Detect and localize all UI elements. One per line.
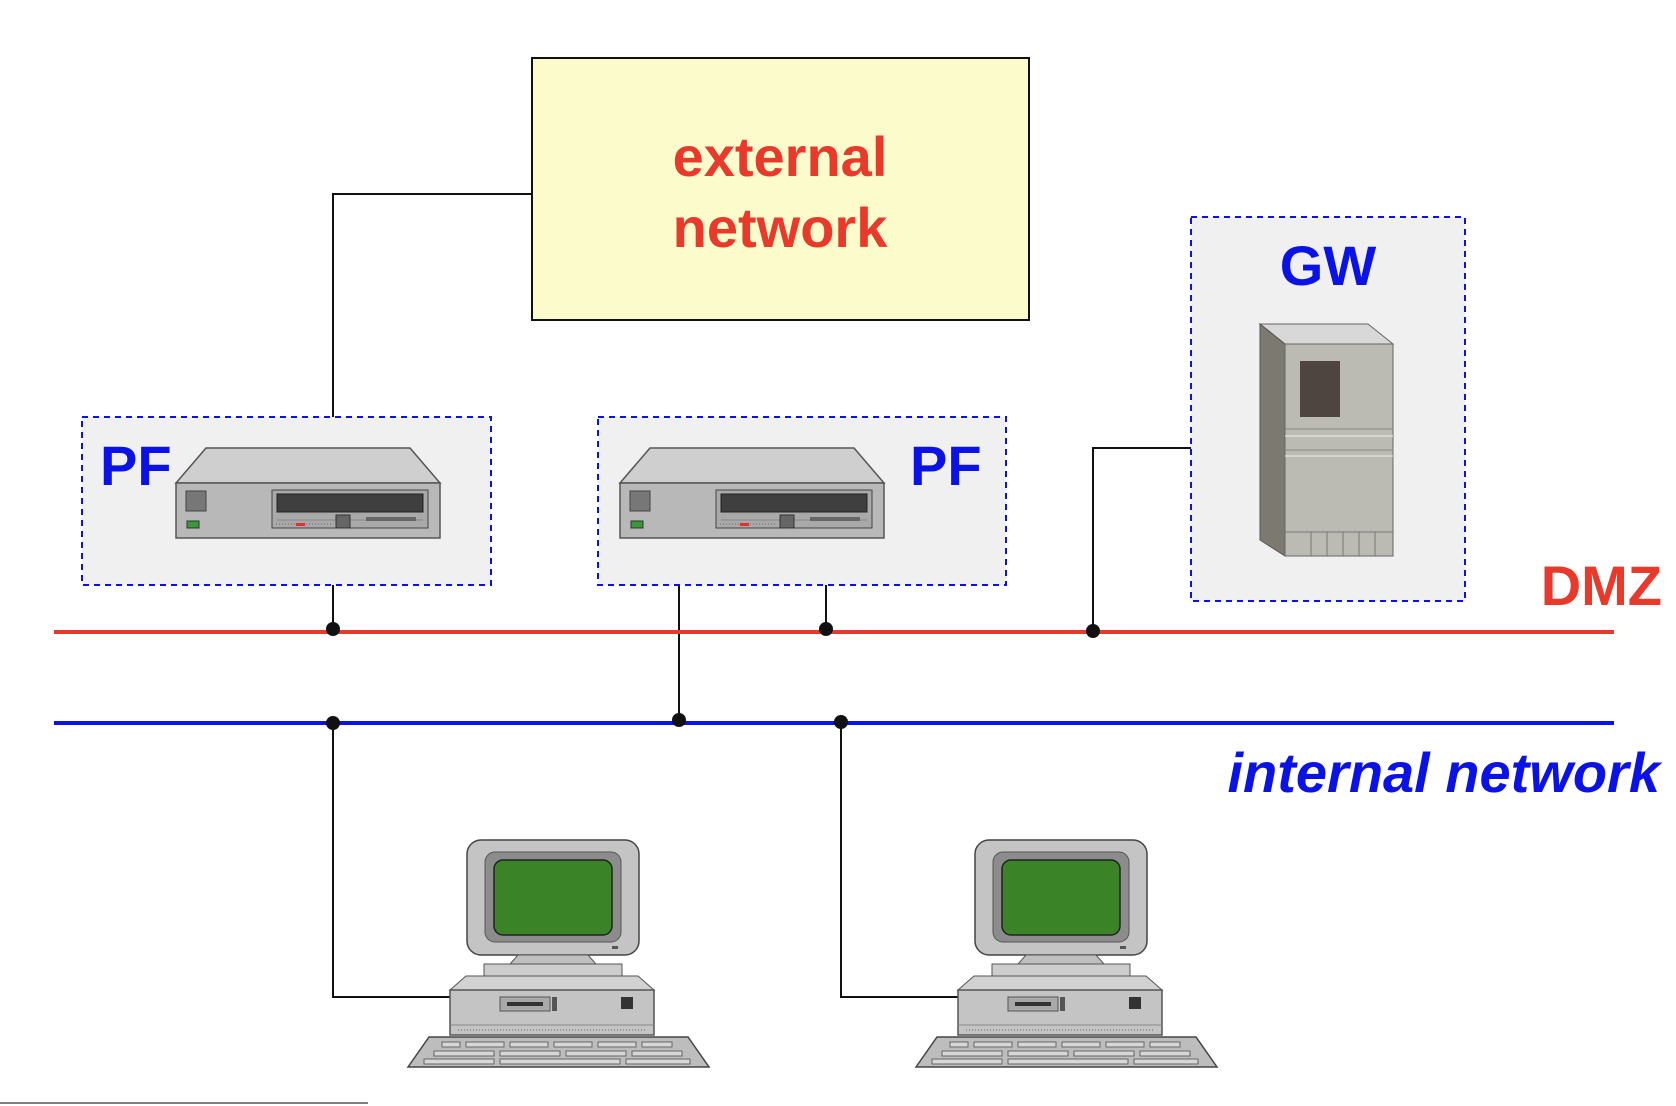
internal-to-pc-right-link bbox=[840, 722, 986, 998]
external-network-box: external network bbox=[531, 57, 1030, 321]
pf-left-label: PF bbox=[100, 434, 172, 497]
external-network-label-line2: network bbox=[673, 196, 889, 259]
junction-dot bbox=[819, 622, 833, 636]
junction-dot bbox=[326, 716, 340, 730]
packet-filter-right: PF bbox=[597, 416, 1007, 586]
workstation-left bbox=[407, 839, 710, 1068]
workstation-right bbox=[915, 839, 1218, 1068]
internal-to-pc-left-link bbox=[332, 724, 478, 998]
router-icon bbox=[175, 447, 441, 539]
router-icon bbox=[619, 447, 885, 539]
internal-network-bus: internal network bbox=[54, 721, 1663, 804]
gw-label: GW bbox=[1280, 234, 1377, 297]
pf-right-label: PF bbox=[910, 434, 982, 497]
junction-dot bbox=[1086, 624, 1100, 638]
desktop-computer-icon bbox=[915, 839, 1218, 1068]
internal-network-label: internal network bbox=[1227, 741, 1662, 804]
desktop-computer-icon bbox=[407, 839, 710, 1068]
gateway: GW bbox=[1190, 216, 1466, 602]
dmz-label: DMZ bbox=[1541, 554, 1662, 617]
external-network-label-line1: external bbox=[673, 125, 888, 188]
packet-filter-left: PF bbox=[81, 416, 492, 586]
junction-dot bbox=[672, 713, 686, 727]
junction-dot bbox=[834, 715, 848, 729]
junction-dot bbox=[326, 622, 340, 636]
dmz-bus: DMZ bbox=[54, 554, 1662, 634]
external-to-pf-link bbox=[332, 193, 532, 452]
server-tower-icon bbox=[1259, 323, 1394, 557]
junction-dots bbox=[326, 622, 1100, 730]
